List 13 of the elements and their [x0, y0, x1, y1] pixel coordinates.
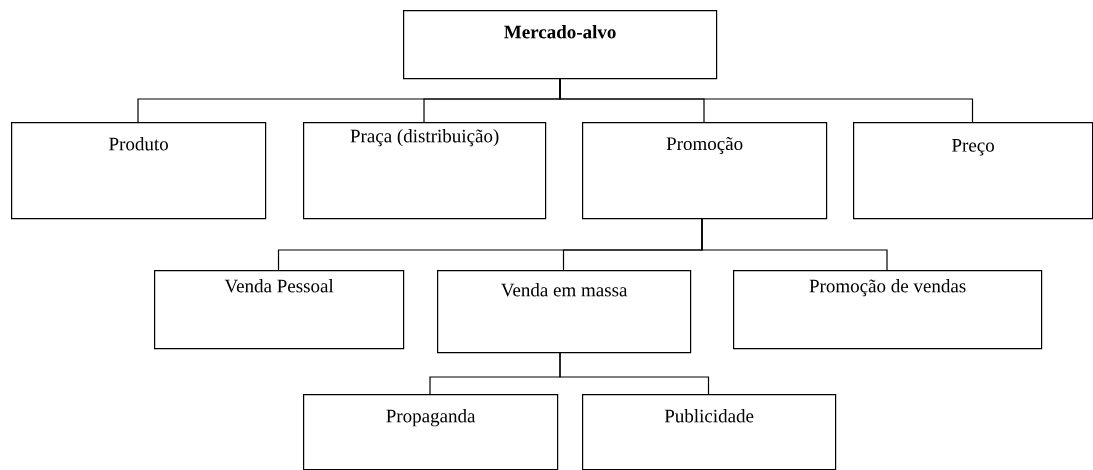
- box: Preço: [853, 122, 1093, 220]
- connector-line: [701, 217, 888, 271]
- connector-line: [559, 351, 710, 395]
- box: Venda em massa: [437, 270, 692, 354]
- box: Mercado-alvo: [403, 10, 718, 80]
- connector-line: [559, 77, 974, 123]
- box: Promoção: [582, 122, 828, 220]
- box: Produto: [11, 122, 267, 220]
- box: Propaganda: [303, 394, 559, 470]
- box: Praça (distribuição): [303, 122, 547, 220]
- box: Venda Pessoal: [154, 270, 405, 350]
- box: Publicidade: [582, 394, 837, 470]
- box: Promoção de vendas: [733, 270, 1043, 350]
